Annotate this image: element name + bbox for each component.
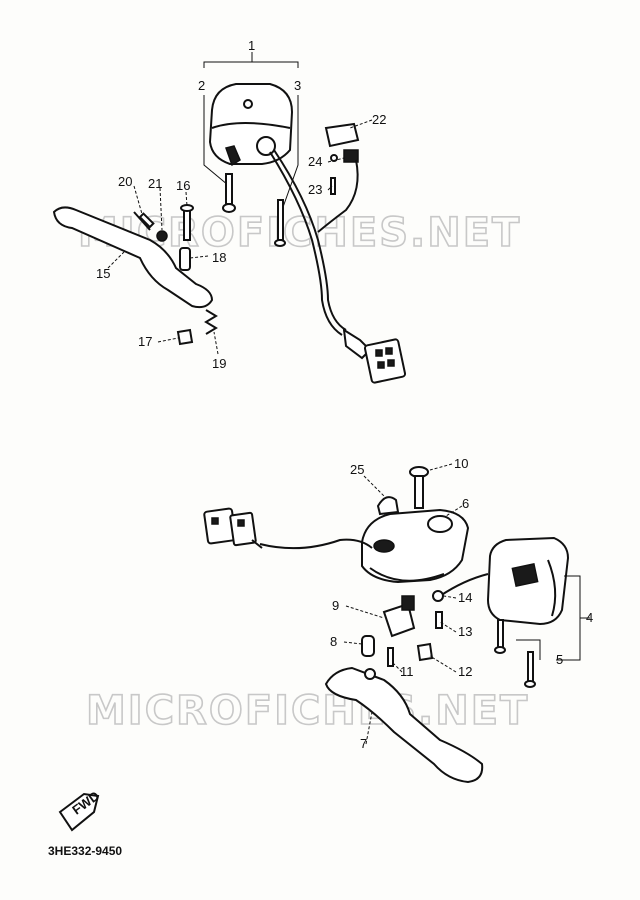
left-switch-connector xyxy=(342,328,407,384)
housing-screw-left xyxy=(222,173,236,213)
brake-switch xyxy=(382,595,416,638)
clutch-lever xyxy=(52,206,214,309)
cap-12 xyxy=(416,642,434,662)
pivot-collar-8 xyxy=(361,635,375,657)
callout-6: 6 xyxy=(462,496,469,511)
bracket-bolt-10 xyxy=(409,466,429,509)
right-housing-screw-a xyxy=(494,619,506,654)
callout-15: 15 xyxy=(96,266,110,281)
callout-3: 3 xyxy=(294,78,301,93)
callout-21: 21 xyxy=(148,176,162,191)
clutch-switch-screw xyxy=(330,177,336,195)
left-switch-housing xyxy=(208,83,294,167)
lever-nut-21 xyxy=(156,230,168,242)
callout-18: 18 xyxy=(212,250,226,265)
lever-spring xyxy=(204,309,218,335)
fwd-arrow-icon: FWD xyxy=(58,788,102,832)
right-switch-wire xyxy=(259,538,489,597)
callout-24: 24 xyxy=(308,154,322,169)
callout-25: 25 xyxy=(350,462,364,477)
callout-2: 2 xyxy=(198,78,205,93)
left-switch-wire xyxy=(269,149,347,336)
callout-8: 8 xyxy=(330,634,337,649)
brake-lever xyxy=(324,666,484,784)
right-housing-screw-b xyxy=(524,651,536,688)
bracket-4-5 xyxy=(516,575,590,661)
callout-5: 5 xyxy=(556,652,563,667)
right-switch-housing xyxy=(486,536,570,626)
callout-17: 17 xyxy=(138,334,152,349)
reservoir-cap-25 xyxy=(376,496,400,516)
screw-13 xyxy=(435,611,443,629)
callout-12: 12 xyxy=(458,664,472,679)
callout-10: 10 xyxy=(454,456,468,471)
watermark-bottom: MICROFICHES.NET xyxy=(86,688,529,734)
callout-1: 1 xyxy=(248,38,255,53)
lever-cap xyxy=(176,328,194,346)
callout-14: 14 xyxy=(458,590,472,605)
callout-4: 4 xyxy=(586,610,593,625)
housing-screw-right xyxy=(274,199,286,247)
bracket-1-2-3 xyxy=(203,52,299,211)
lever-bolt-20 xyxy=(133,211,155,231)
pin-11 xyxy=(387,647,394,667)
lever-collar xyxy=(179,247,191,271)
leader-lines xyxy=(107,119,463,745)
lever-pivot-bolt xyxy=(180,204,194,241)
right-switch-connector xyxy=(203,507,263,549)
callout-11: 11 xyxy=(400,664,414,679)
master-cylinder-bracket xyxy=(361,508,470,584)
callout-19: 19 xyxy=(212,356,226,371)
washer-14 xyxy=(432,590,444,602)
callout-9: 9 xyxy=(332,598,339,613)
callout-13: 13 xyxy=(458,624,472,639)
callout-7: 7 xyxy=(360,736,367,751)
callout-23: 23 xyxy=(308,182,322,197)
callout-20: 20 xyxy=(118,174,132,189)
callout-16: 16 xyxy=(176,178,190,193)
clutch-switch xyxy=(317,122,360,233)
callout-22: 22 xyxy=(372,112,386,127)
drawing-code: 3HE332-9450 xyxy=(48,844,123,858)
